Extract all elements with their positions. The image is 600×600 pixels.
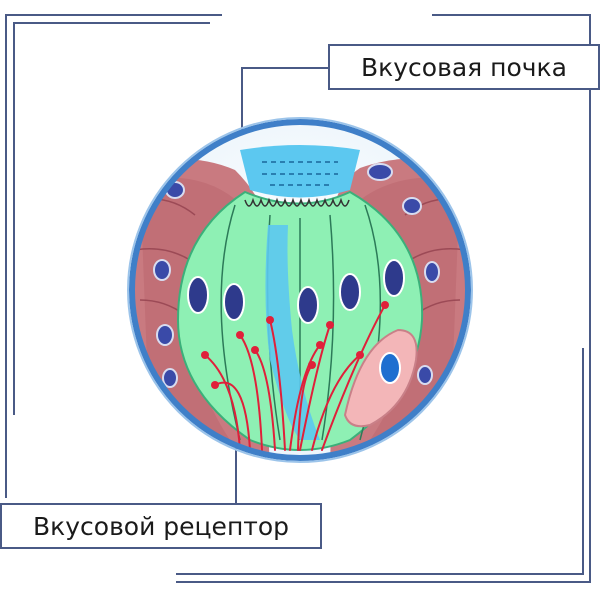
- microvilli: [244, 197, 350, 207]
- nerve-endings: [201, 301, 389, 389]
- frame-line-inner-left: [13, 22, 210, 415]
- taste-receptor-label: Вкусовой рецептор: [0, 503, 322, 549]
- nerve-fibers: [204, 304, 386, 451]
- taste-bud-illustration: [132, 122, 468, 458]
- frame-line-bottom-right: [176, 14, 591, 583]
- taste-bud-border: [129, 119, 471, 461]
- frame-line-top-left: [5, 14, 222, 498]
- taste-pore: [240, 145, 360, 198]
- taste-receptor-label-text: Вкусовой рецептор: [32, 511, 290, 541]
- taste-bud-label-text: Вкусовая почка: [361, 52, 567, 82]
- cell-nuclei: [187, 259, 405, 324]
- frame-line-right-inner: [176, 348, 584, 575]
- taste-bud-label: Вкусовая почка: [328, 44, 600, 90]
- epithelium-nuclei: [153, 163, 440, 388]
- receptor-canal: [265, 225, 320, 440]
- supporting-cell: [343, 328, 418, 428]
